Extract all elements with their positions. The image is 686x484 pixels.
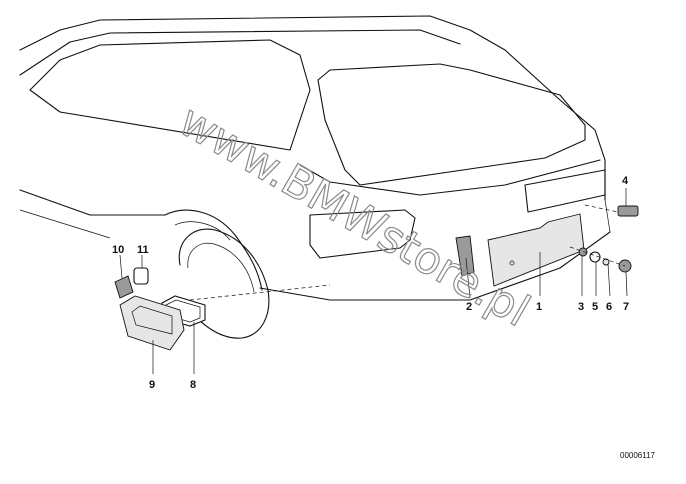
callout-1: 1	[536, 301, 542, 313]
callout-6: 6	[606, 301, 612, 313]
watermark: www.BMWstore.pl	[171, 95, 539, 337]
license-plate-base	[487, 213, 585, 287]
callout-3: 3	[578, 301, 584, 313]
plate-bracket	[455, 235, 475, 277]
callout-11: 11	[137, 244, 149, 256]
plate-lamp-assembly	[119, 295, 206, 351]
doc-number: 00006117	[620, 451, 656, 460]
bulb-holder-and-bulb	[114, 267, 149, 299]
car-body	[19, 15, 611, 339]
callout-5: 5	[592, 301, 598, 313]
fasteners	[569, 246, 632, 273]
plate-clip	[584, 204, 639, 217]
callout-7: 7	[623, 301, 629, 313]
callout-4: 4	[622, 175, 629, 187]
callout-8: 8	[190, 379, 196, 391]
callout-10: 10	[112, 244, 124, 256]
callout-2: 2	[466, 301, 472, 313]
callout-9: 9	[149, 379, 155, 391]
leader-lines	[119, 188, 628, 374]
